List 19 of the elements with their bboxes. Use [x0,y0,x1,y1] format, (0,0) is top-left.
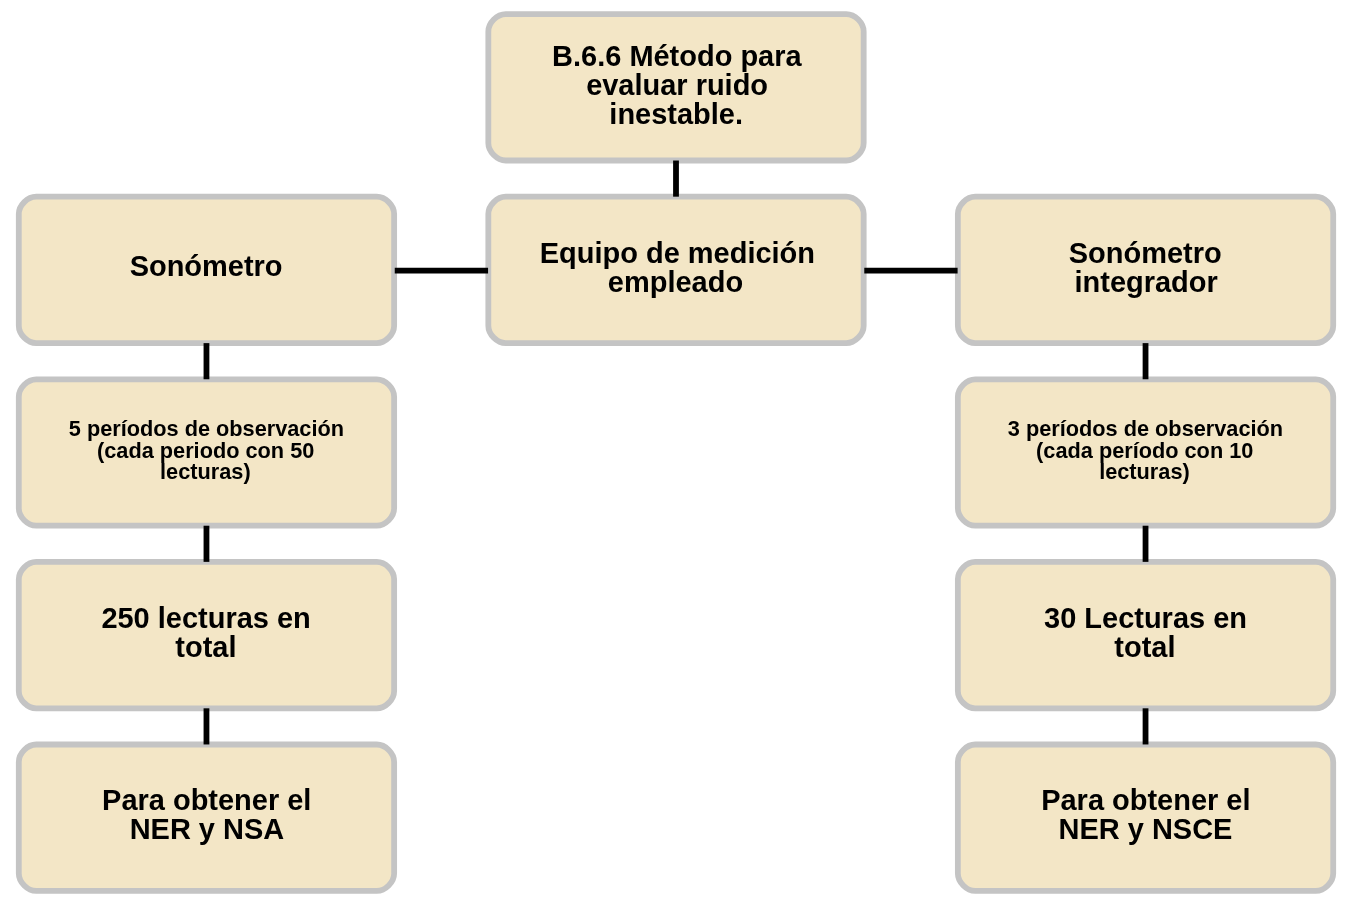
node-box: 3 períodos de observación (cada período con 10 lecturas) [954,376,1336,529]
node-box: 5 períodos de observación (cada periodo con 50 lecturas) [15,376,397,529]
connector [203,708,209,745]
connector [672,160,679,197]
node-box: Para obtener el NER y NSCE [954,741,1336,894]
node-box: Para obtener el NER y NSA [15,741,397,894]
connector [203,525,209,562]
node-box: Equipo de medición empleado [484,193,867,346]
connector [203,343,209,380]
connector [394,267,488,274]
connector [1142,343,1148,380]
node-box: B.6.6 Método para evaluar ruido inestable. [484,11,867,164]
node-box: 30 Lecturas en total [954,559,1336,712]
node-box: Sonómetro integrador [954,193,1336,346]
node-box: Sonómetro [15,193,397,346]
connector [863,267,958,274]
node-box: 250 lecturas en total [15,559,397,712]
connector [1142,708,1148,745]
connector [1142,525,1148,562]
